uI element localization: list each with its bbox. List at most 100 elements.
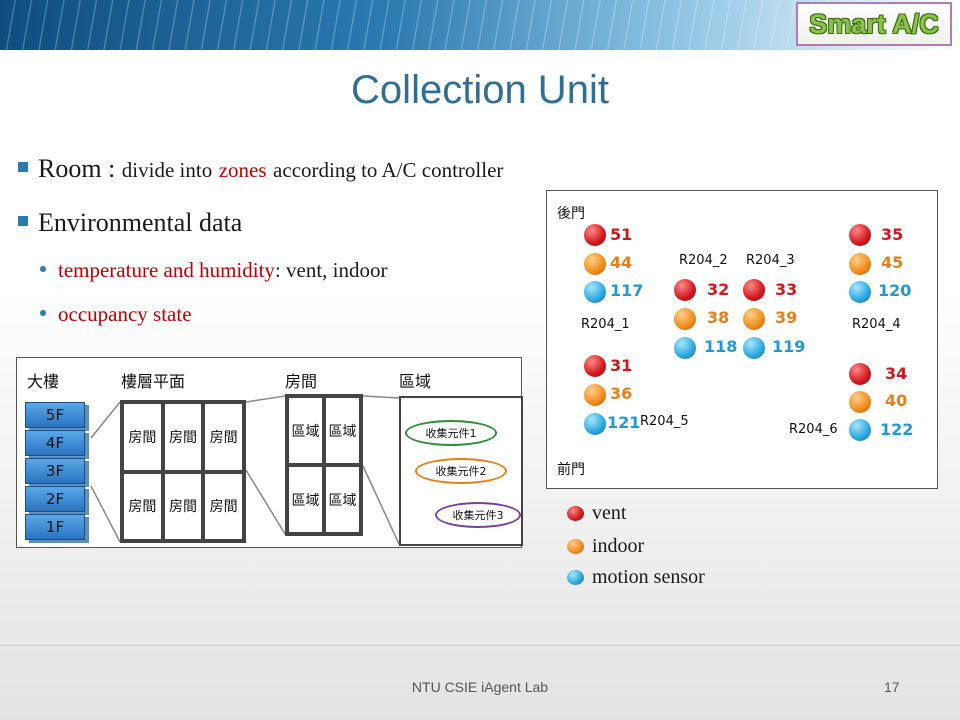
room-zone-grid: 區域 區域 區域 區域 <box>285 394 363 536</box>
zone-cell: 區域 <box>287 465 324 534</box>
back-door-label: 後門 <box>557 206 585 222</box>
sub2-text: occupancy state <box>58 302 192 326</box>
zone-label: R204_3 <box>746 253 795 268</box>
room-cell: 房間 <box>203 402 244 472</box>
floor-4f: 4F <box>25 430 85 456</box>
slide-title: Collection Unit <box>351 68 609 112</box>
floorplan-label: 樓層平面 <box>121 372 186 391</box>
footer-divider <box>0 645 960 646</box>
room-header-label: 房間 <box>285 372 318 391</box>
motion-sensor-icon <box>584 413 606 435</box>
room-cell: 房間 <box>162 471 204 541</box>
motion-id: 117 <box>610 281 644 300</box>
floor-1f: 1F <box>25 514 85 540</box>
indoor-sensor-icon <box>743 308 765 330</box>
zone-units-box: 收集元件1 收集元件2 收集元件3 <box>399 396 523 546</box>
zone-cell: 區域 <box>324 396 361 465</box>
indoor-legend-icon <box>567 539 584 554</box>
square-bullet-icon <box>18 216 28 226</box>
dot-bullet-icon <box>40 266 46 272</box>
indoor-id: 40 <box>885 391 908 410</box>
motion-sensor-icon <box>849 281 871 303</box>
motion-sensor-icon <box>743 337 765 359</box>
indoor-sensor-icon <box>584 253 606 275</box>
zone-label: R204_4 <box>852 317 901 332</box>
floor-3f: 3F <box>25 458 85 484</box>
page-number: 17 <box>884 679 900 695</box>
bullet-room: Room : divide into zones according to A/… <box>18 154 503 184</box>
motion-legend-icon <box>567 570 584 585</box>
floor-5f: 5F <box>25 402 85 428</box>
vent-id: 35 <box>881 225 904 244</box>
legend-vent: vent <box>567 502 626 525</box>
connector-lines <box>90 395 400 545</box>
motion-id: 119 <box>772 337 806 356</box>
motion-sensor-icon <box>584 281 606 303</box>
motion-sensor-icon <box>849 419 871 441</box>
room-cell: 房間 <box>122 471 163 541</box>
zone-cell: 區域 <box>287 396 324 465</box>
motion-id: 121 <box>607 413 641 432</box>
vent-legend-icon <box>567 506 584 521</box>
collection-unit-2: 收集元件2 <box>415 458 507 484</box>
footer-text: NTU CSIE iAgent Lab <box>411 679 549 695</box>
vent-id: 51 <box>610 225 633 244</box>
legend-vent-label: vent <box>592 502 627 524</box>
motion-sensor-icon <box>674 337 696 359</box>
zone-label: R204_5 <box>640 414 689 429</box>
indoor-sensor-icon <box>584 384 606 406</box>
floor-plan-grid: 房間 房間 房間 房間 房間 房間 <box>120 400 246 543</box>
collection-unit-3: 收集元件3 <box>435 502 521 528</box>
front-door-label: 前門 <box>557 462 585 478</box>
vent-id: 32 <box>707 280 730 299</box>
indoor-sensor-icon <box>849 253 871 275</box>
vent-sensor-icon <box>849 363 871 385</box>
sub1-red: temperature and humidity <box>58 258 275 282</box>
zone-header-label: 區域 <box>399 372 432 391</box>
room-cell: 房間 <box>203 471 244 541</box>
env-label: Environmental data <box>38 208 243 237</box>
room-label: Room : <box>38 154 116 183</box>
room-text-zones: zones <box>218 158 267 182</box>
floor-2f: 2F <box>25 486 85 512</box>
indoor-sensor-icon <box>849 391 871 413</box>
hierarchy-diagram: 大樓 樓層平面 房間 區域 5F 4F 3F 2F 1F 房間 房間 房間 房間… <box>16 357 523 548</box>
vent-sensor-icon <box>849 224 871 246</box>
indoor-id: 38 <box>707 308 730 327</box>
legend-indoor: indoor <box>567 535 644 558</box>
indoor-sensor-icon <box>674 308 696 330</box>
room-text-b: according to A/C controller <box>273 158 504 182</box>
brand-logo: Smart A/C <box>796 2 952 46</box>
sub-bullet-occupancy: occupancy state <box>40 302 192 327</box>
sub-bullet-temperature: temperature and humidity: vent, indoor <box>40 258 388 283</box>
floor-stack: 5F 4F 3F 2F 1F <box>25 402 91 542</box>
motion-id: 122 <box>880 420 914 439</box>
vent-id: 33 <box>775 280 798 299</box>
indoor-id: 39 <box>775 308 798 327</box>
room-sensor-map: 後門 前門 51 44 117 R204_1 R204_2 32 38 118 … <box>546 190 938 489</box>
sub1-rest: : vent, indoor <box>274 258 388 282</box>
legend-motion-label: motion sensor <box>592 566 705 588</box>
vent-sensor-icon <box>584 355 606 377</box>
legend-motion: motion sensor <box>567 566 705 589</box>
vent-sensor-icon <box>674 279 696 301</box>
indoor-id: 36 <box>610 384 633 403</box>
zone-label: R204_2 <box>679 253 728 268</box>
dot-bullet-icon <box>40 310 46 316</box>
room-cell: 房間 <box>162 402 204 472</box>
vent-id: 31 <box>610 356 633 375</box>
vent-sensor-icon <box>743 279 765 301</box>
zone-label: R204_1 <box>581 317 630 332</box>
square-bullet-icon <box>18 162 28 172</box>
vent-id: 34 <box>885 364 908 383</box>
zone-label: R204_6 <box>789 422 838 437</box>
motion-id: 120 <box>878 281 912 300</box>
legend-indoor-label: indoor <box>592 535 645 557</box>
building-label: 大樓 <box>27 372 60 391</box>
zone-cell: 區域 <box>324 465 361 534</box>
indoor-id: 44 <box>610 253 633 272</box>
indoor-id: 45 <box>881 253 904 272</box>
vent-sensor-icon <box>584 224 606 246</box>
collection-unit-1: 收集元件1 <box>405 420 497 446</box>
room-text-a: divide into <box>121 158 213 182</box>
